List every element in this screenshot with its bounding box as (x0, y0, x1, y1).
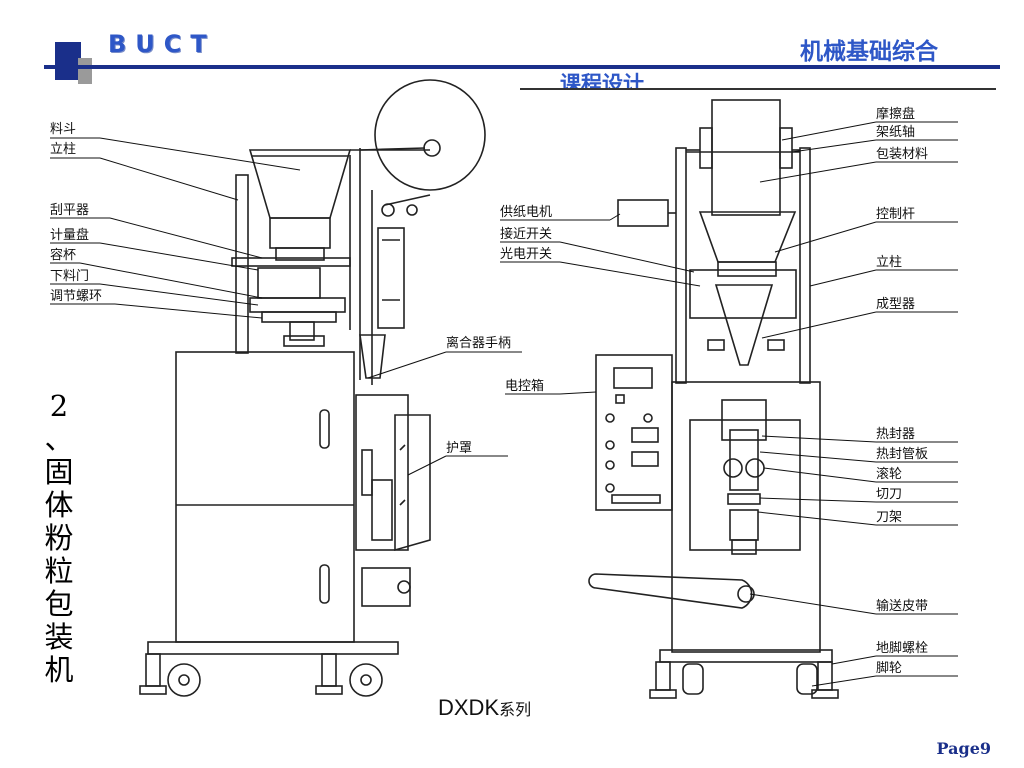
header-course-title: 机械基础综合 (800, 39, 938, 65)
label-paper-feed-motor: 供纸电机 (500, 205, 552, 220)
label-column-left: 立柱 (50, 142, 76, 157)
label-column-right: 立柱 (876, 255, 902, 270)
page-number: Page9 (936, 739, 991, 758)
label-caster: 脚轮 (876, 660, 902, 676)
title-char: 粒 (44, 554, 74, 588)
label-friction-disc: 摩擦盘 (876, 106, 915, 122)
label-adjusting-ring: 调节螺环 (50, 289, 102, 304)
title-char: 2 (49, 389, 69, 423)
label-cup: 容杯 (50, 247, 76, 263)
title-char: 包 (44, 587, 74, 621)
logo-square-dark (55, 42, 81, 80)
label-scraper: 刮平器 (50, 203, 89, 218)
slide-title-vertical: 2 、 固 体 粉 粒 包 装 机 (42, 390, 76, 687)
label-proximity-switch: 接近开关 (500, 226, 552, 242)
title-char: 体 (44, 488, 74, 522)
series-label: DXDK系列 (438, 695, 531, 721)
title-char: 固 (44, 455, 74, 489)
series-code: DXDK (438, 695, 500, 720)
label-paper-shaft: 架纸轴 (876, 125, 915, 140)
label-roller: 滚轮 (876, 466, 902, 482)
logo-square-grey (78, 58, 92, 84)
drawing-top-rule (520, 88, 996, 90)
label-clutch-handle: 离合器手柄 (446, 335, 511, 351)
title-char: 机 (44, 653, 74, 687)
label-anchor-bolt: 地脚螺栓 (876, 640, 928, 656)
title-char: 装 (44, 620, 74, 654)
title-char: 粉 (44, 521, 74, 555)
label-hopper: 料斗 (50, 122, 76, 137)
label-discharge-door: 下料门 (50, 269, 89, 284)
header-rule (44, 65, 1000, 69)
label-control-rod: 控制杆 (876, 207, 915, 222)
label-metering-disc: 计量盘 (50, 227, 89, 243)
label-cutter-holder: 刀架 (876, 510, 902, 525)
header-course-title-line2: 课程设计 (560, 72, 644, 90)
label-photo-switch: 光电开关 (500, 247, 552, 262)
header-logo-text: BUCT (108, 30, 216, 58)
label-packaging-material: 包装材料 (876, 147, 928, 162)
label-control-box: 电控箱 (505, 378, 544, 394)
label-cutter: 切刀 (876, 487, 902, 502)
series-suffix: 系列 (499, 702, 532, 719)
label-former: 成型器 (876, 297, 915, 312)
title-char: 、 (44, 422, 74, 456)
label-conveyor-belt: 输送皮带 (876, 598, 928, 614)
label-heat-sealer: 热封器 (876, 427, 915, 442)
label-guard: 护罩 (446, 441, 472, 456)
label-heat-seal-plate: 热封管板 (876, 447, 928, 462)
